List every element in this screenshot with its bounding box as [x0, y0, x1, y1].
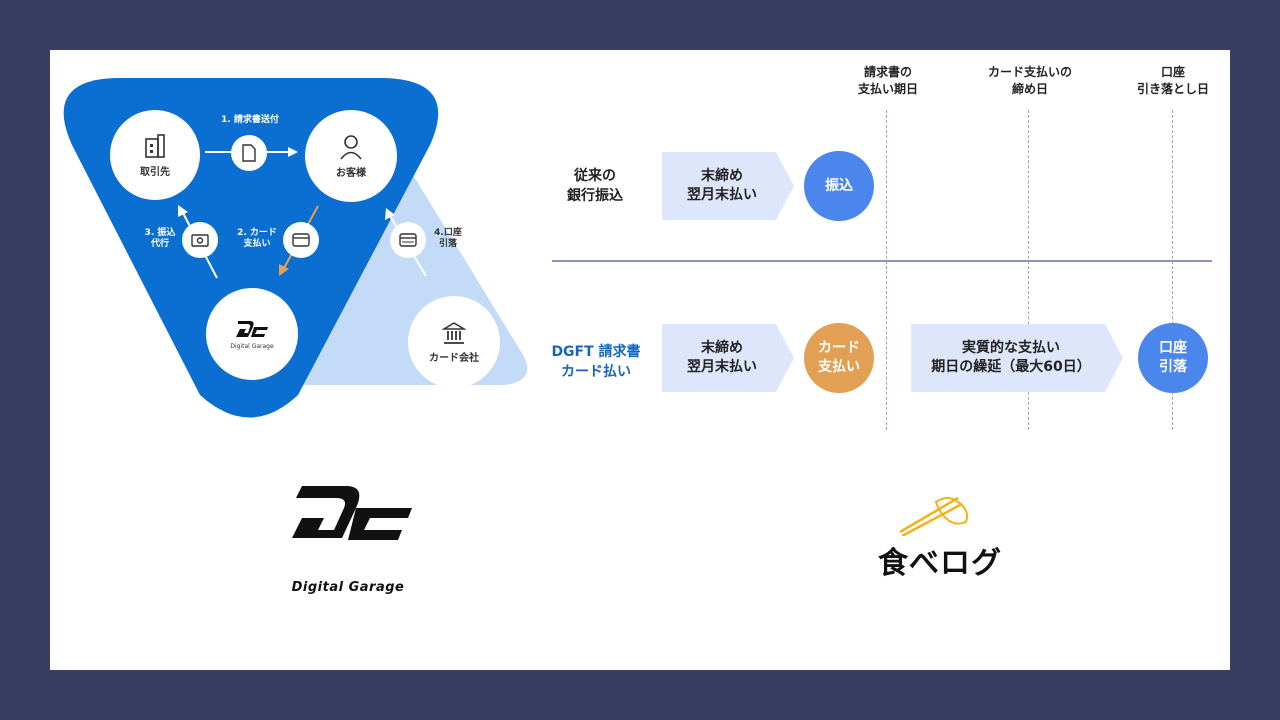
- column-header-due-date-line2: 支払い期日: [857, 82, 918, 96]
- step1-icon-circle: [231, 135, 267, 171]
- node-customer: お客様: [305, 110, 397, 202]
- row-dgft-account-debit-line1: 口座: [1159, 340, 1187, 356]
- node-card-company: カード会社: [408, 296, 500, 388]
- step2-label: 2. カード 支払い: [232, 228, 282, 250]
- node-customer-label: お客様: [336, 167, 366, 179]
- row-traditional-chevron-line2: 翌月末払い: [687, 187, 757, 203]
- row-dgft-card-payment-line2: 支払い: [818, 359, 860, 375]
- bank-icon: [442, 321, 466, 344]
- row-traditional-transfer-circle: 振込: [804, 151, 874, 221]
- node-dg-label: Digital Garage: [230, 342, 274, 350]
- node-supplier-label: 取引先: [140, 166, 170, 178]
- credit-card-icon: [292, 233, 310, 247]
- step3-label: 3. 振込 代行: [138, 228, 182, 250]
- row-dgft-label-line2: カード払い: [561, 364, 631, 380]
- row-dgft-account-debit-line2: 引落: [1159, 359, 1187, 375]
- building-icon: [145, 133, 165, 158]
- row-traditional-label-line2: 銀行振込: [567, 188, 623, 204]
- step4-label-line2: 引落: [438, 239, 457, 249]
- card-debit-icon: [399, 233, 417, 247]
- slide: 取引先 お客様 Digital Garage カード会社 1. 請求書送付: [50, 50, 1230, 670]
- column-header-due-date-line1: 請求書の: [863, 65, 912, 79]
- row-dgft-account-debit-circle: 口座 引落: [1138, 323, 1208, 393]
- digital-garage-logo: Digital Garage: [278, 482, 418, 602]
- tabelog-logo-text: 食べログ: [878, 546, 1002, 581]
- row-traditional-label: 従来の 銀行振込: [550, 166, 640, 206]
- node-card-company-label: カード会社: [429, 352, 479, 364]
- step2-label-line2: 支払い: [243, 239, 271, 249]
- chopsticks-hand-icon: [899, 496, 968, 536]
- step4-label: 4.口座 引落: [428, 228, 468, 250]
- column-header-due-date: 請求書の 支払い期日: [828, 64, 948, 98]
- step4-icon-circle: [390, 222, 426, 258]
- row-dgft-chevron-line1: 末締め: [701, 340, 743, 356]
- row-dgft-label-line1: DGFT 請求書: [551, 344, 641, 360]
- row-traditional-chevron: 末締め 翌月末払い: [662, 152, 794, 220]
- step2-icon-circle: [283, 222, 319, 258]
- row-divider: [552, 260, 1212, 262]
- step2-label-line1: 2. カード: [237, 228, 277, 238]
- tabelog-logo: 食べログ: [870, 490, 1010, 590]
- step3-icon-circle: [182, 222, 218, 258]
- step3-label-line2: 代行: [150, 239, 169, 249]
- column-header-card-closing: カード支払いの 締め日: [970, 64, 1090, 98]
- person-icon: [340, 134, 362, 160]
- cash-transfer-icon: [191, 234, 209, 247]
- step3-label-line1: 3. 振込: [144, 228, 176, 238]
- dg-logo-text: Digital Garage: [291, 580, 405, 595]
- document-icon: [242, 144, 256, 162]
- dg-logo-icon: [236, 320, 268, 337]
- row-dgft-deferral-line1: 実質的な支払い: [961, 340, 1060, 356]
- row-dgft-chevron-line2: 翌月末払い: [687, 359, 757, 375]
- row-dgft-chevron: 末締め 翌月末払い: [662, 324, 794, 392]
- row-dgft-deferral-line2: 期日の繰延（最大60日）: [931, 359, 1091, 375]
- dashed-line-card-closing: [1028, 110, 1029, 430]
- row-traditional-chevron-line1: 末締め: [701, 168, 743, 184]
- step4-label-line1: 4.口座: [434, 228, 462, 238]
- row-dgft-card-payment-circle: カード 支払い: [804, 323, 874, 393]
- column-header-debit-date: 口座 引き落とし日: [1113, 64, 1230, 98]
- row-dgft-card-payment-line1: カード: [818, 340, 860, 356]
- column-header-debit-date-line2: 引き落とし日: [1136, 82, 1209, 96]
- row-dgft-label: DGFT 請求書 カード払い: [540, 342, 652, 382]
- node-supplier: 取引先: [110, 110, 200, 200]
- column-header-card-closing-line2: 締め日: [1011, 82, 1048, 96]
- node-digital-garage: Digital Garage: [206, 288, 298, 380]
- dg-logo-mark-icon: [292, 486, 412, 540]
- dashed-line-due-date: [886, 110, 887, 430]
- column-header-card-closing-line1: カード支払いの: [987, 65, 1072, 79]
- row-traditional-label-line1: 従来の: [574, 168, 616, 184]
- dashed-line-debit-date: [1172, 110, 1173, 430]
- step1-label: 1. 請求書送付: [221, 115, 279, 125]
- row-dgft-deferral-chevron: 実質的な支払い 期日の繰延（最大60日）: [911, 324, 1123, 392]
- column-header-debit-date-line1: 口座: [1160, 65, 1185, 79]
